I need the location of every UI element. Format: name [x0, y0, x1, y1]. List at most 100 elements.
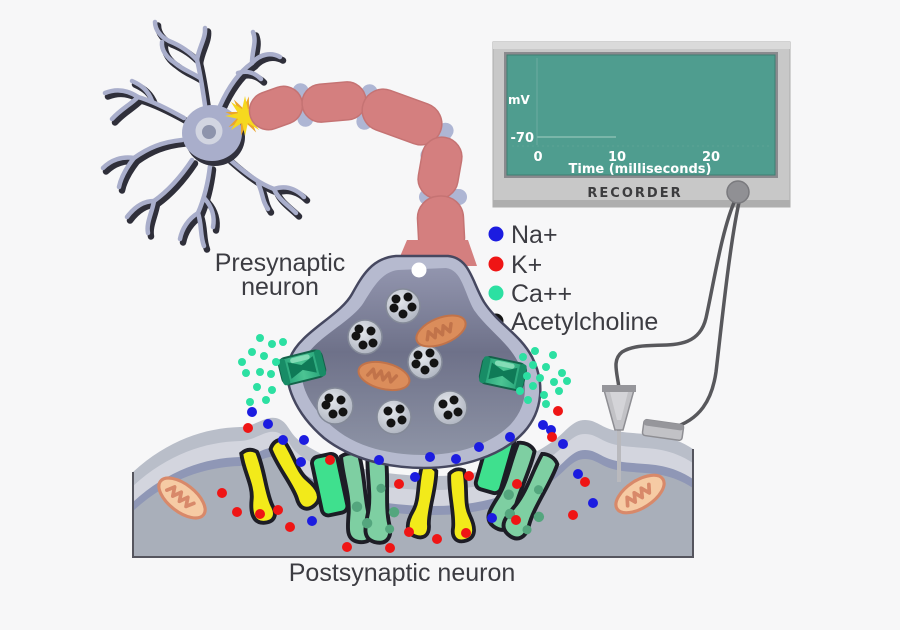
acetylcholine-molecule: [383, 406, 393, 416]
k-ion: [547, 432, 557, 442]
na-ion: [588, 498, 598, 508]
ca_right-ion: [531, 347, 539, 355]
acetylcholine-molecule: [389, 303, 399, 313]
ca_right-ion: [516, 387, 524, 395]
k-ion: [461, 528, 471, 538]
na-ion: [410, 472, 420, 482]
ca_right-ion: [519, 353, 527, 361]
na-ion: [425, 452, 435, 462]
electrode-needle: [617, 428, 621, 482]
ca_left-ion: [262, 396, 270, 404]
ach-legend-label: Acetylcholine: [511, 308, 658, 336]
k-ion: [285, 522, 295, 532]
receptor-spots: [351, 483, 400, 534]
ca_left-ion: [268, 386, 276, 394]
k-ion: [511, 515, 521, 525]
electrode-funnel-highlight: [610, 392, 628, 420]
acetylcholine-molecule: [420, 365, 430, 375]
calcium-ions-right: [516, 347, 571, 408]
ca_right-ion: [542, 363, 550, 371]
acetylcholine-molecule: [411, 359, 421, 369]
k-ion: [385, 543, 395, 553]
k-ion: [394, 479, 404, 489]
recorder-frame-bevel-bottom: [493, 200, 790, 207]
synaptic-vesicles: [316, 288, 468, 435]
ca_right-ion: [540, 391, 548, 399]
k-ion: [404, 527, 414, 537]
nucleolus: [202, 125, 216, 139]
k-ion: [580, 477, 590, 487]
acetylcholine-molecule: [425, 348, 435, 358]
na-legend-swatch: [488, 226, 504, 242]
x-tick-10: 10: [608, 150, 626, 165]
acetylcholine-molecule: [338, 407, 348, 417]
ca_left-ion: [242, 369, 250, 377]
y-axis-label: mV: [508, 93, 531, 107]
axon-myelin-segments: [248, 81, 477, 266]
acetylcholine-molecule: [398, 309, 408, 319]
acetylcholine-molecule: [351, 331, 361, 341]
k-ion: [553, 406, 563, 416]
channel-subunit: [310, 451, 350, 518]
ca_left-ion: [238, 358, 246, 366]
acetylcholine-molecule: [328, 409, 338, 419]
postsynaptic-neuron-label: Postsynaptic neuron: [289, 559, 516, 587]
na-ion: [247, 407, 257, 417]
k-ion: [232, 507, 242, 517]
axon: [248, 81, 477, 266]
ca_right-ion: [550, 378, 558, 386]
k-ion: [273, 505, 283, 515]
recording-electrode: [602, 385, 636, 482]
ca-legend-swatch: [488, 285, 504, 301]
acetylcholine-molecule: [453, 407, 463, 417]
na-ion: [474, 442, 484, 452]
na-ion: [296, 457, 306, 467]
electrode-wires: [614, 196, 742, 430]
k-legend-label: K+: [511, 251, 542, 279]
recording-wire: [614, 196, 738, 390]
x-axis-label: Time (milliseconds): [569, 162, 712, 177]
reference-wire: [670, 196, 742, 430]
acetylcholine-molecule: [386, 418, 396, 428]
ca_left-ion: [272, 358, 280, 366]
acetylcholine-molecule: [321, 400, 331, 410]
na-ion: [374, 455, 384, 465]
cell-edge-outline: [132, 449, 694, 558]
na-ion: [487, 513, 497, 523]
presynaptic-neuron-label-line1: Presynaptic: [215, 249, 346, 277]
k-ion: [217, 488, 227, 498]
na-ion: [307, 516, 317, 526]
k-ion: [243, 423, 253, 433]
presynaptic-neuron-label-line2: neuron: [241, 273, 319, 301]
recorder-label: RECORDER: [587, 186, 682, 201]
acetylcholine-molecule: [336, 395, 346, 405]
ion-legend: Na+ K+ Ca++ Acetylcholine: [488, 221, 658, 336]
na-ion: [505, 432, 515, 442]
k-legend-swatch: [488, 256, 504, 272]
na-ion: [299, 435, 309, 445]
sodium-ions: [247, 407, 598, 526]
synaptic-vesicle: [376, 399, 412, 435]
presynaptic-neuron-soma: [103, 22, 307, 250]
ca_left-ion: [256, 368, 264, 376]
acetylcholine-molecule: [443, 410, 453, 420]
y-tick-label: -70: [511, 131, 535, 146]
ca_right-ion: [529, 382, 537, 390]
ca_right-ion: [555, 387, 563, 395]
na-ion: [573, 469, 583, 479]
acetylcholine-molecule: [358, 340, 368, 350]
x-tick-20: 20: [702, 150, 720, 165]
electrode-cap: [602, 385, 636, 392]
recorder-knob[interactable]: [726, 180, 750, 204]
ca_right-ion: [523, 372, 531, 380]
na-ion: [278, 435, 288, 445]
na-ion: [558, 439, 568, 449]
na-ion: [263, 419, 273, 429]
synaptic-terminal: [276, 254, 542, 470]
na-legend-label: Na+: [511, 221, 558, 249]
recorder-screen: [506, 54, 776, 176]
acetylcholine-molecule: [354, 324, 364, 334]
ca_right-ion: [542, 400, 550, 408]
recorder-frame-bevel-top: [493, 42, 790, 49]
